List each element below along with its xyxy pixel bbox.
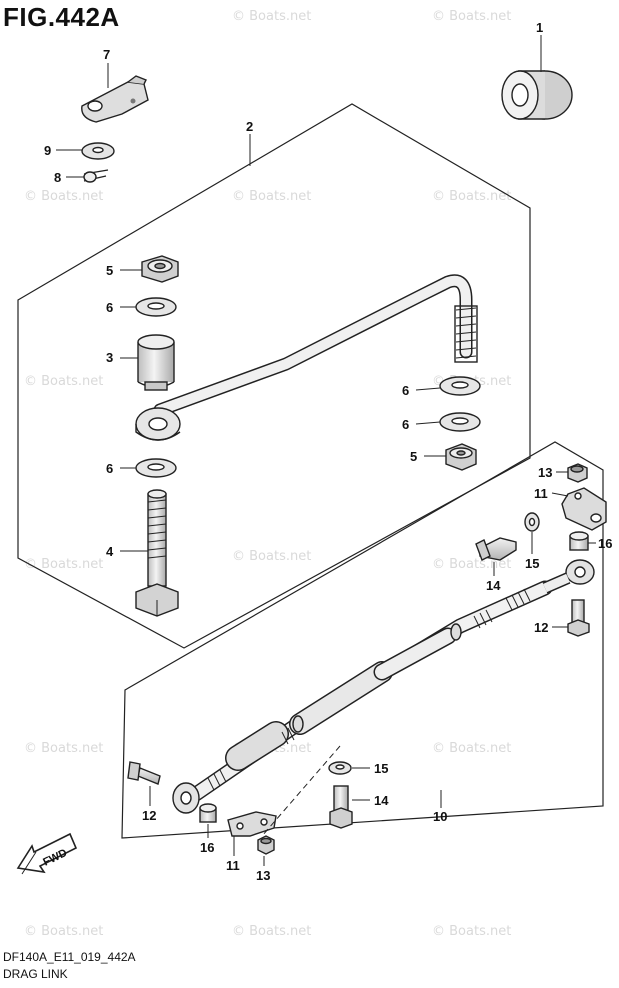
figure-name: DRAG LINK [3,967,68,981]
callout-bolt: 14 [374,793,389,808]
callout-spacer: 16 [598,536,612,551]
drag-link-part [135,274,478,441]
callout-bolt: 14 [486,578,501,593]
collar-part [137,334,175,391]
bolt-part [567,599,590,637]
callout-collar: 3 [106,350,113,365]
callout-lock-nut: 5 [410,449,417,464]
figure-title: FIG.442A [3,2,120,32]
spacer-part [199,803,217,823]
watermark-text: © Boats.net [24,374,103,389]
watermark-text: © Boats.net [232,924,311,939]
callout-push-pull-cable: 10 [433,809,447,824]
bolt-part [127,761,161,785]
watermark-text: © Boats.net [432,557,511,572]
callout-washer: 9 [44,143,51,158]
push-pull-cable-part [172,559,595,814]
watermark-text: © Boats.net [432,924,511,939]
callout-washer: 15 [525,556,539,571]
callout-bolt: 12 [142,808,156,823]
watermark-text: © Boats.net [232,189,311,204]
callout-bolt: 12 [534,620,548,635]
callout-bolt: 4 [106,544,114,559]
callout-spacer: 16 [200,840,214,855]
callout-washer: 6 [402,417,409,432]
callout-lock-nut: 13 [538,465,552,480]
cable-assembly-outline [121,441,604,839]
bolt-part [135,489,179,617]
callout-grommet: 1 [536,20,543,35]
watermark-text: © Boats.net [24,189,103,204]
lock-nut-part [445,443,477,471]
watermark-text: © Boats.net [432,741,511,756]
leader-lines [56,35,596,866]
bracket-part [227,811,277,837]
alignment-line [261,745,341,837]
callout-lock-nut: 13 [256,868,270,883]
watermark-text: © Boats.net [232,549,311,564]
watermark-text: © Boats.net [232,9,311,24]
drag-link-assembly-outline [17,103,531,649]
watermark-text: © Boats.net [432,189,511,204]
callout-bracket: 7 [103,47,110,62]
grommet-part [501,70,573,120]
callout-bracket: 11 [226,858,240,873]
washer-part [135,297,177,317]
bracket-part [81,75,149,123]
watermark-text: © Boats.net [24,741,103,756]
callout-washer: 15 [374,761,388,776]
figure-code: DF140A_E11_019_442A [3,950,136,964]
callout-cotter-pin: 8 [54,170,61,185]
forward-arrow-icon: FWD [16,832,78,875]
lock-nut-part [141,255,179,283]
lock-nut-part [257,835,275,855]
bolt-part [475,537,517,561]
bracket-part [561,487,607,531]
washer-part [524,512,540,532]
callout-washer: 6 [106,461,113,476]
callout-drag-link: 2 [246,119,253,134]
callout-bracket: 11 [534,486,548,501]
washer-part [328,761,352,775]
washer-part [439,412,481,432]
spacer-part [569,531,589,551]
callout-lock-nut: 5 [106,263,113,278]
washer-part [439,376,481,396]
watermark-text: © Boats.net [432,9,511,24]
cotter-pin-part [83,169,109,183]
callout-washer: 6 [106,300,113,315]
callout-washer: 6 [402,383,409,398]
watermark-text: © Boats.net [24,924,103,939]
lock-nut-part [567,463,588,483]
bolt-part [329,785,353,829]
washer-part [135,458,177,478]
washer-part [81,142,115,160]
watermark-text: © Boats.net [24,557,103,572]
